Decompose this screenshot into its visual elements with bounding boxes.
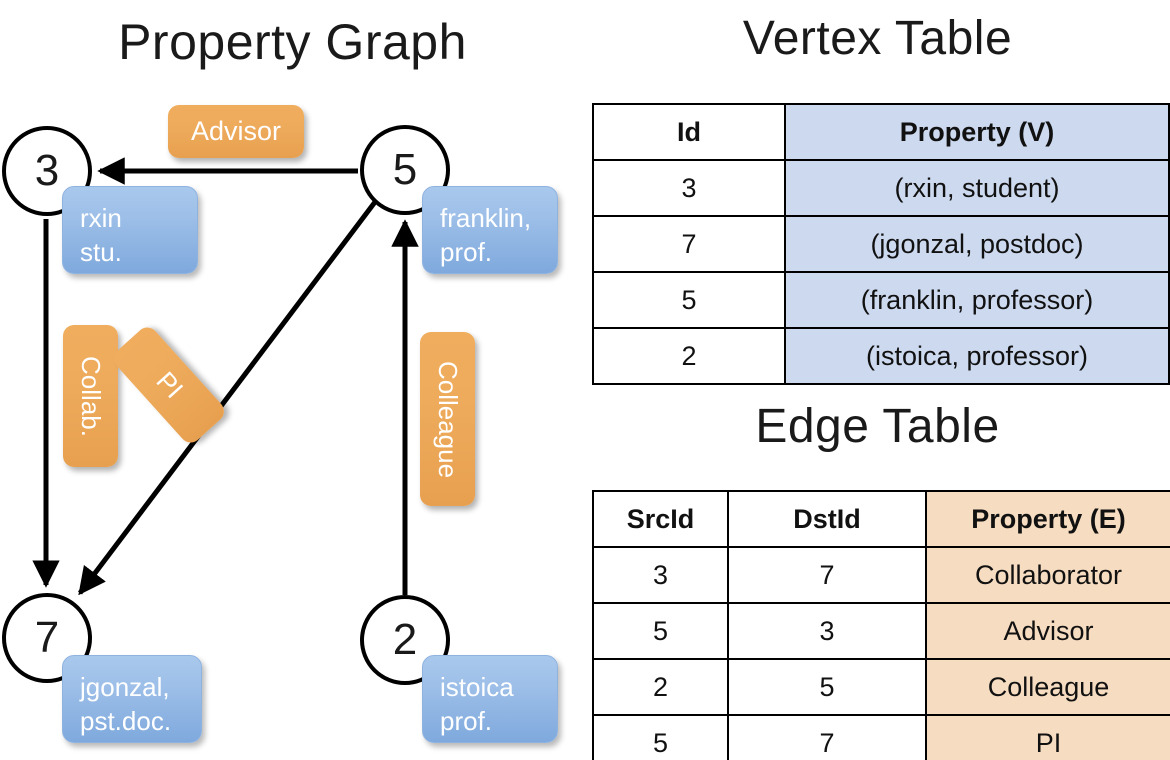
- table-row: 5 7 PI: [592, 714, 1170, 760]
- edge-line-5-to-7: [78, 200, 377, 596]
- table-row: 5 (franklin, professor): [592, 271, 1170, 329]
- edge-cell-srcid: 5: [592, 602, 729, 660]
- vertex-property-name-2: istoica: [440, 672, 514, 702]
- vertex-cell-property: (rxin, student): [784, 159, 1170, 217]
- vertex-property-name-5: franklin,: [440, 203, 532, 233]
- edge-cell-dstid: 7: [727, 714, 927, 760]
- property-graph-diagram: 3 5 7 2 rxin stu. franklin, prof. jgonza…: [2, 105, 558, 743]
- edge-cell-srcid: 3: [592, 546, 729, 604]
- vertex-property-box-7: jgonzal, pst.doc.: [62, 655, 202, 743]
- edge-header-dstid: DstId: [727, 490, 927, 548]
- vertex-property-role-7: pst.doc.: [80, 706, 172, 736]
- edge-label-colleague: Colleague: [420, 332, 475, 506]
- table-row: 3 (rxin, student): [592, 159, 1170, 217]
- edge-label-collab-text: Collab.: [76, 355, 106, 437]
- edge-cell-srcid: 2: [592, 658, 729, 716]
- edge-label-advisor-text: Advisor: [190, 116, 282, 146]
- table-header-row: Id Property (V): [592, 103, 1170, 161]
- graph-node-2[interactable]: 2: [360, 595, 450, 685]
- edge-label-pi-text: PI: [149, 365, 189, 404]
- graph-edge-lines: [32, 157, 419, 596]
- table-row: 7 (jgonzal, postdoc): [592, 215, 1170, 273]
- vertex-cell-id: 7: [592, 215, 786, 273]
- vertex-cell-property: (jgonzal, postdoc): [784, 215, 1170, 273]
- vertex-property-box-3: rxin stu.: [62, 186, 198, 274]
- edge-cell-dstid: 5: [727, 658, 927, 716]
- vertex-property-box-5: franklin, prof.: [422, 186, 558, 274]
- vertex-table: Id Property (V) 3 (rxin, student) 7 (jgo…: [592, 103, 1170, 385]
- edge-cell-property: Colleague: [925, 658, 1170, 716]
- vertex-property-name-7: jgonzal,: [80, 672, 170, 702]
- vertex-cell-id: 2: [592, 327, 786, 385]
- vertex-property-name-3: rxin: [80, 203, 122, 233]
- edge-cell-property: Advisor: [925, 602, 1170, 660]
- table-header-row: SrcId DstId Property (E): [592, 490, 1170, 548]
- page-title-property-graph: Property Graph: [118, 14, 467, 70]
- page-title-vertex-table: Vertex Table: [742, 12, 1013, 65]
- edge-label-collab: Collab.: [63, 325, 118, 467]
- table-row: 5 3 Advisor: [592, 602, 1170, 660]
- vertex-header-id: Id: [592, 103, 786, 161]
- edge-header-property: Property (E): [925, 490, 1170, 548]
- page-title-edge-table: Edge Table: [755, 400, 1000, 453]
- edge-table: SrcId DstId Property (E) 3 7 Collaborato…: [592, 490, 1170, 760]
- table-row: 2 5 Colleague: [592, 658, 1170, 716]
- edge-cell-srcid: 5: [592, 714, 729, 760]
- edge-cell-property: PI: [925, 714, 1170, 760]
- edge-cell-dstid: 3: [727, 602, 927, 660]
- vertex-cell-id: 5: [592, 271, 786, 329]
- vertex-property-role-2: prof.: [440, 706, 493, 736]
- vertex-cell-id: 3: [592, 159, 786, 217]
- edge-label-advisor: Advisor: [168, 105, 304, 158]
- vertex-cell-property: (istoica, professor): [784, 327, 1170, 385]
- edge-label-colleague-text: Colleague: [433, 360, 463, 478]
- vertex-header-property: Property (V): [784, 103, 1170, 161]
- edge-cell-property: Collaborator: [925, 546, 1170, 604]
- table-row: 3 7 Collaborator: [592, 546, 1170, 604]
- table-row: 2 (istoica, professor): [592, 327, 1170, 385]
- edge-cell-dstid: 7: [727, 546, 927, 604]
- vertex-property-role-3: stu.: [80, 237, 122, 267]
- edge-header-srcid: SrcId: [592, 490, 729, 548]
- vertex-property-box-2: istoica prof.: [422, 655, 558, 743]
- vertex-cell-property: (franklin, professor): [784, 271, 1170, 329]
- vertex-property-role-5: prof.: [440, 237, 493, 267]
- graph-node-5[interactable]: 5: [360, 125, 450, 215]
